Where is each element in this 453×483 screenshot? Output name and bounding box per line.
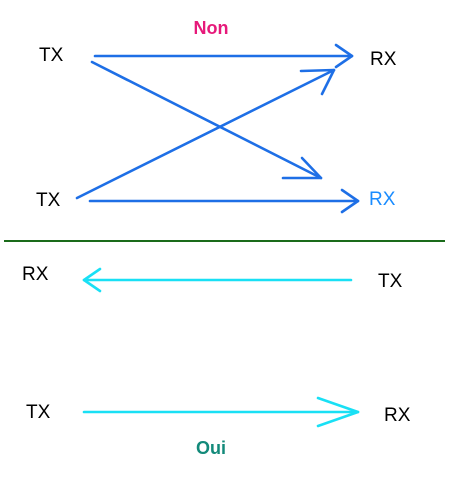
tx-label-mid-left: TX (36, 190, 61, 211)
arrowhead-rx-row3 (82, 267, 102, 293)
tx-label-row3-right: TX (378, 271, 403, 292)
rx-label-top-right: RX (370, 49, 397, 70)
blue-arrows (75, 43, 360, 214)
arrowhead-rx-top-diagonal (299, 68, 336, 96)
top-caption: Non (194, 18, 229, 38)
tx-label-row4-left: TX (26, 402, 51, 423)
rx-label-row3-left: RX (22, 264, 49, 285)
arrowhead-rx-row4 (316, 396, 360, 428)
arrowhead-rx-mid (340, 188, 360, 214)
arrowhead-rx-top (334, 43, 354, 69)
cyan-arrows (82, 267, 360, 428)
rx-label-row4-right: RX (384, 405, 411, 426)
bottom-caption: Oui (196, 438, 226, 458)
arrowhead-rx-mid-diagonal (281, 156, 323, 180)
tx-label-top-left: TX (39, 45, 64, 66)
arrow-tx-top-to-rx-mid (90, 60, 323, 180)
arrow-tx-mid-to-rx-top (75, 68, 336, 200)
rx-label-mid-right: RX (369, 189, 396, 210)
